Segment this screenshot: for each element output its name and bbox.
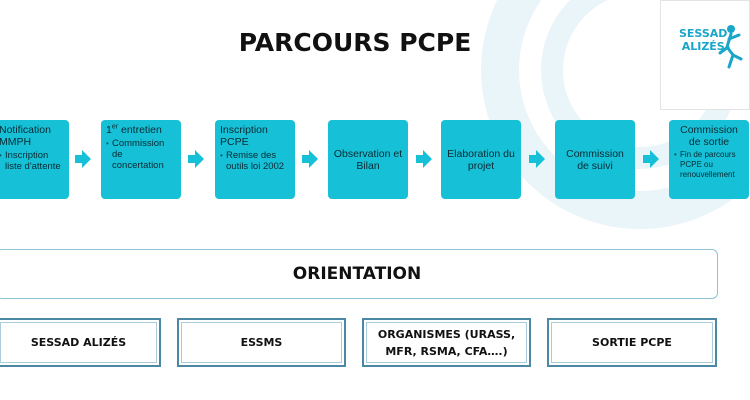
chevron-right-arrow-icon xyxy=(643,150,659,168)
chevron-right-arrow-icon xyxy=(188,150,204,168)
destination-organismes: ORGANISMES (URASS, MFR, RSMA, CFA….) xyxy=(362,318,531,367)
step-title: Observation et Bilan xyxy=(333,147,403,172)
step-bullet: Fin de parcours PCPE ou renouvellement xyxy=(674,150,744,180)
process-steps: Notification MMPH Inscription liste d'at… xyxy=(0,0,750,210)
destination-sessad-alizes: SESSAD ALIZÉS xyxy=(0,318,161,367)
step-notification-mmph: Notification MMPH Inscription liste d'at… xyxy=(0,120,69,199)
page-title: PARCOURS PCPE xyxy=(238,28,472,57)
step-title: Elaboration du projet xyxy=(447,147,515,172)
step-bullet: Remise des outils loi 2002 xyxy=(220,150,290,172)
destination-essms: ESSMS xyxy=(177,318,346,367)
step-commission-sortie: Commission de sortie Fin de parcours PCP… xyxy=(669,120,749,199)
logo-line-1: SESSAD xyxy=(679,27,728,40)
step-commission-suivi: Commission de suivi xyxy=(555,120,635,199)
step-bullet: Commission de concertation xyxy=(106,138,176,171)
step-inscription-pcpe: Inscription PCPE Remise des outils loi 2… xyxy=(215,120,295,199)
step-elaboration-projet: Elaboration du projet xyxy=(441,120,521,199)
step-bullet: Inscription liste d'attente xyxy=(0,150,64,172)
runner-figure-icon xyxy=(718,25,743,69)
chevron-right-arrow-icon xyxy=(529,150,545,168)
logo-line-2: ALIZÉS xyxy=(681,40,725,53)
step-premier-entretien: 1er entretien Commission de concertation xyxy=(101,120,181,199)
chevron-right-arrow-icon xyxy=(416,150,432,168)
chevron-right-arrow-icon xyxy=(75,150,91,168)
step-title: Notification MMPH xyxy=(0,124,51,148)
step-observation-bilan: Observation et Bilan xyxy=(328,120,408,199)
step-title: Inscription PCPE xyxy=(220,124,268,148)
step-title: 1er entretien xyxy=(106,123,162,137)
step-title: Commission de sortie xyxy=(680,124,738,148)
step-title: Commission de suivi xyxy=(566,147,624,172)
orientation-banner: ORIENTATION xyxy=(0,249,718,299)
destination-sortie-pcpe: SORTIE PCPE xyxy=(547,318,717,367)
chevron-right-arrow-icon xyxy=(302,150,318,168)
sessad-alizes-logo: SESSAD ALIZÉS xyxy=(660,0,750,110)
